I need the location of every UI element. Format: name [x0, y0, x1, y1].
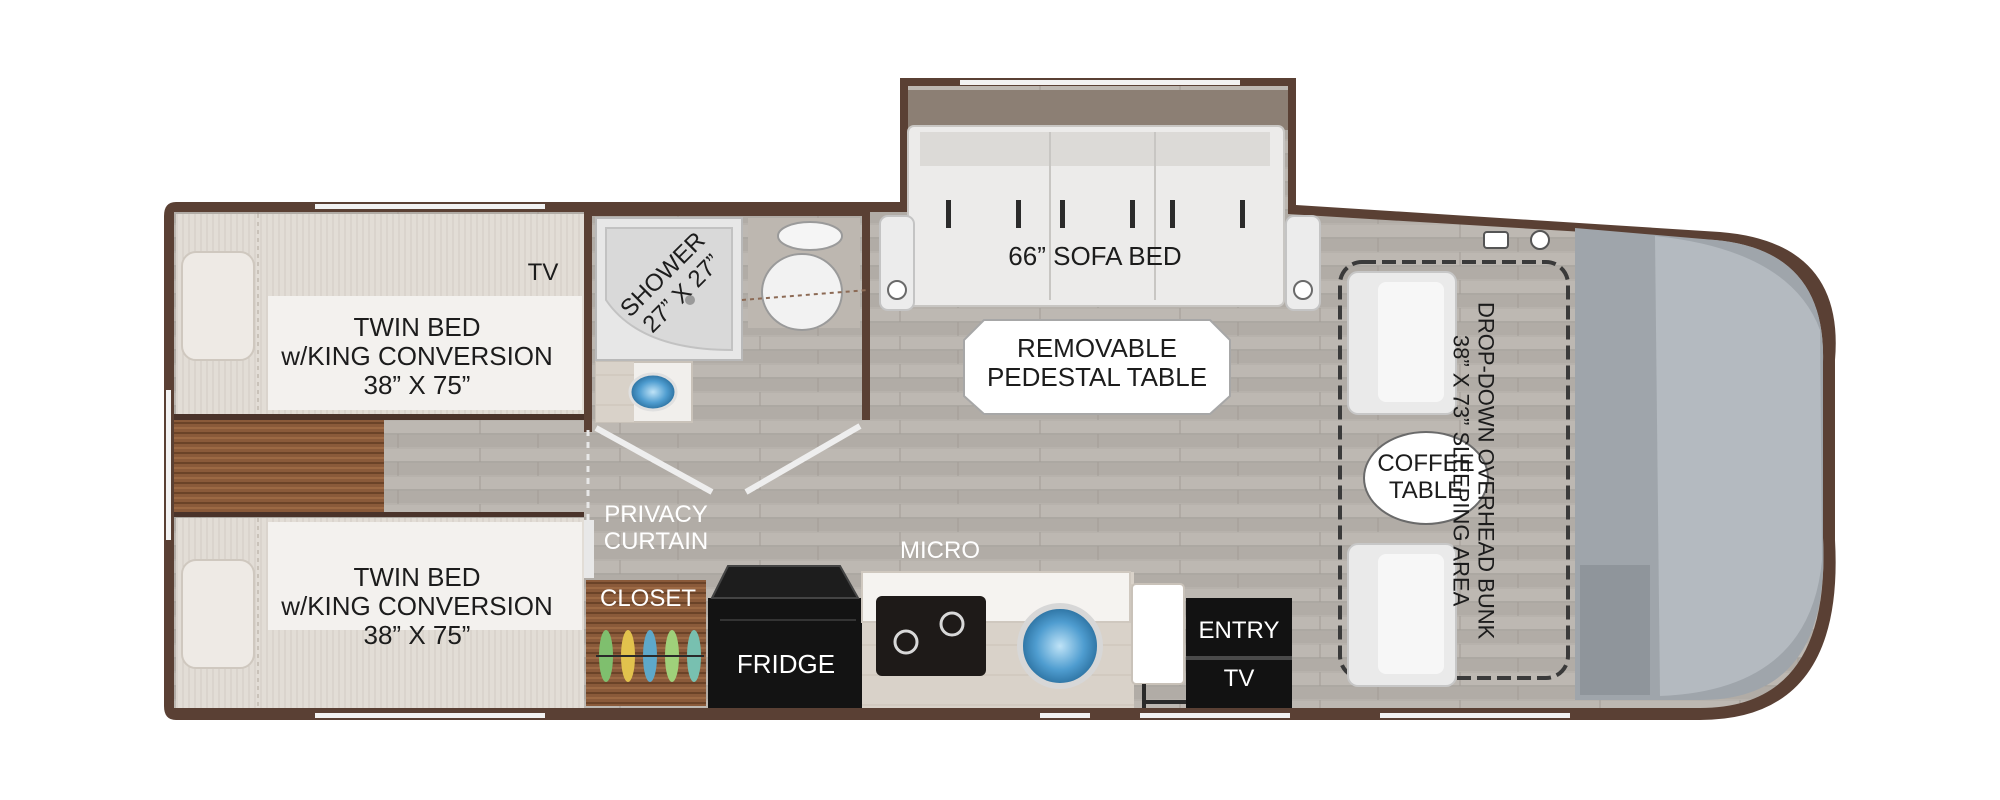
slide-out-floor	[908, 90, 1288, 130]
burner-icon	[893, 629, 919, 655]
center-cabinet	[174, 420, 384, 512]
bath-sink-icon	[628, 372, 678, 412]
label-twin-bed-bottom: TWIN BED w/KING CONVERSION 38” X 75”	[281, 562, 553, 651]
window	[315, 204, 545, 209]
pillow-top	[181, 251, 255, 361]
dash-vent-icon	[1483, 231, 1509, 249]
label-privacy-curtain: PRIVACY CURTAIN	[603, 501, 709, 555]
bath-wall-right	[862, 212, 870, 420]
label-coffee-table: COFFEE TABLE	[1377, 450, 1475, 504]
pedestal-table	[963, 319, 1231, 415]
entry-cabinet	[1186, 598, 1292, 708]
label-sofa-bed: 66” SOFA BED	[1008, 241, 1182, 271]
label-fridge: FRIDGE	[736, 649, 836, 679]
window	[315, 713, 545, 718]
overhead-bunk-outline	[1338, 260, 1570, 680]
dash-knob-icon	[1530, 230, 1550, 250]
label-closet: CLOSET	[599, 585, 697, 612]
label-tv-entry: TV	[1223, 665, 1255, 692]
window	[1040, 713, 1090, 718]
dashboard	[1655, 236, 1822, 696]
window	[960, 80, 1240, 85]
label-twin-bed-top: TWIN BED w/KING CONVERSION 38” X 75”	[281, 312, 553, 401]
window	[1140, 713, 1290, 718]
label-overhead-bunk: DROP-DOWN OVERHEAD BUNK 38” X 73” SLEEPI…	[1449, 301, 1499, 640]
fridge	[708, 598, 862, 708]
bath-wall-left	[584, 212, 592, 432]
label-micro: MICRO	[900, 537, 980, 564]
window	[166, 390, 171, 540]
bath-door-right	[744, 423, 862, 495]
window	[1380, 713, 1570, 718]
counter-extension	[1131, 583, 1185, 685]
galley-sink-icon	[1017, 603, 1103, 689]
label-entry: ENTRY	[1198, 617, 1280, 644]
bed-blanket-top	[268, 296, 582, 410]
shower-drain	[685, 295, 695, 305]
label-pedestal-table: REMOVABLE PEDESTAL TABLE	[986, 333, 1208, 393]
burner-icon	[939, 611, 965, 637]
toilet-icon	[761, 253, 843, 331]
closet-hangers-icon	[596, 630, 704, 682]
cab-console	[1580, 565, 1650, 695]
bath-door-left	[594, 425, 714, 495]
label-tv-bedroom: TV	[527, 259, 559, 286]
cooktop	[876, 596, 986, 676]
coffee-table	[1363, 431, 1489, 525]
pillow-bottom	[181, 559, 255, 669]
curtain-rod	[584, 520, 594, 578]
bed-blanket-bottom	[268, 522, 582, 630]
